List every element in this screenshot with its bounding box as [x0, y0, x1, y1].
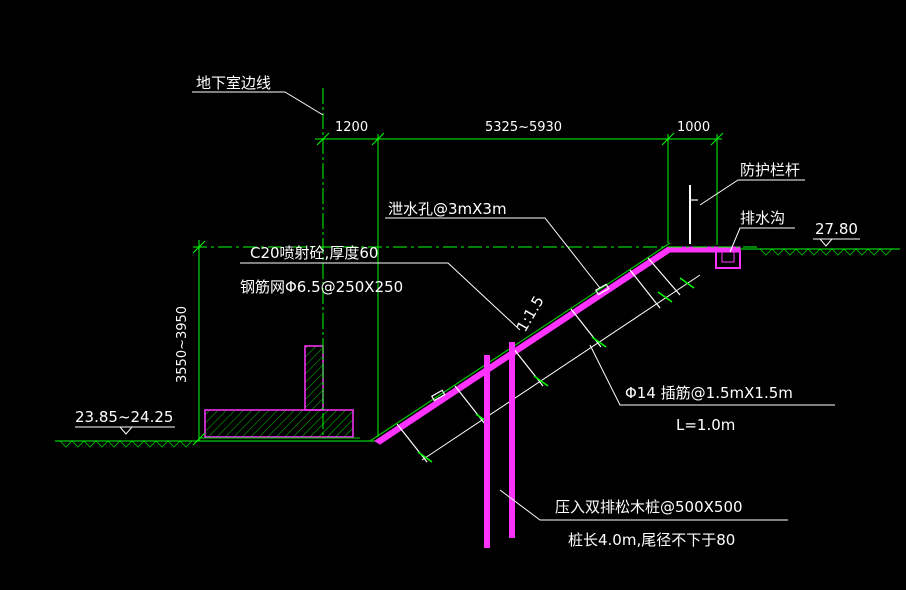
elevation-markers	[75, 238, 860, 435]
dowel-5	[629, 269, 661, 309]
dowel-2	[454, 385, 486, 425]
leader-piles	[499, 489, 788, 521]
leader-guardrail	[699, 179, 805, 206]
basement-slab	[204, 409, 354, 438]
dowel-6	[647, 257, 681, 296]
leader-basement	[192, 91, 324, 116]
drain-ditch-label: 排水沟	[740, 209, 785, 227]
dim-span-label: 5325~5930	[485, 120, 562, 135]
slope-face	[369, 242, 741, 445]
timber-piles	[484, 342, 515, 548]
elev-bottom-label: 23.85~24.25	[75, 408, 173, 426]
mesh-label: 钢筋网Φ6.5@250X250	[240, 278, 403, 296]
dowel-1	[396, 423, 428, 463]
dowel-4	[570, 308, 602, 348]
dowel-label: Φ14 插筋@1.5mX1.5m	[625, 384, 793, 402]
elev-top-label: 27.80	[815, 220, 858, 238]
drain-hole-1	[430, 389, 446, 402]
dowel-tip-line	[421, 274, 701, 461]
pile-1	[484, 355, 490, 548]
dowel-ticks	[417, 277, 695, 463]
leader-drainhole	[385, 217, 601, 289]
basement-edge-label: 地下室边线	[196, 74, 271, 92]
piles-label: 压入双排松木桩@500X500	[555, 498, 743, 516]
dowels	[396, 257, 681, 463]
dowel-3	[512, 347, 544, 387]
drain-hole-label: 泄水孔@3mX3m	[388, 200, 507, 218]
ditch-inner	[721, 250, 735, 263]
slope-ratio-label: 1:1.5	[513, 293, 548, 335]
leader-ditch	[729, 227, 795, 253]
dim-1000-label: 1000	[677, 120, 710, 135]
dimensions	[192, 88, 724, 446]
pile-length-label: 桩长4.0m,尾径不下于80	[568, 531, 735, 549]
ground-hatch-top	[759, 248, 893, 256]
shotcrete-layer	[374, 246, 741, 445]
guardrail-post	[689, 185, 698, 244]
drain-hole-2	[594, 283, 610, 296]
slope-line	[369, 242, 671, 442]
dim-1200-label: 1200	[335, 120, 368, 135]
basement-structure	[200, 345, 360, 439]
guardrail-label: 防护栏杆	[740, 161, 800, 179]
ditch-outline	[715, 250, 741, 269]
pile-2	[509, 342, 515, 538]
leaders	[192, 91, 835, 521]
basement-wall	[304, 345, 324, 411]
drain-holes	[430, 283, 610, 402]
shotcrete-label: C20喷射砼,厚度60	[250, 244, 378, 262]
dowel-length-label: L=1.0m	[676, 416, 735, 434]
ground-hatch-bottom	[59, 440, 193, 448]
ground-lines	[55, 248, 900, 448]
drain-ditch-shape	[715, 250, 741, 269]
leader-shotcrete	[240, 262, 521, 331]
dim-height-label: 3550~3950	[175, 306, 190, 383]
